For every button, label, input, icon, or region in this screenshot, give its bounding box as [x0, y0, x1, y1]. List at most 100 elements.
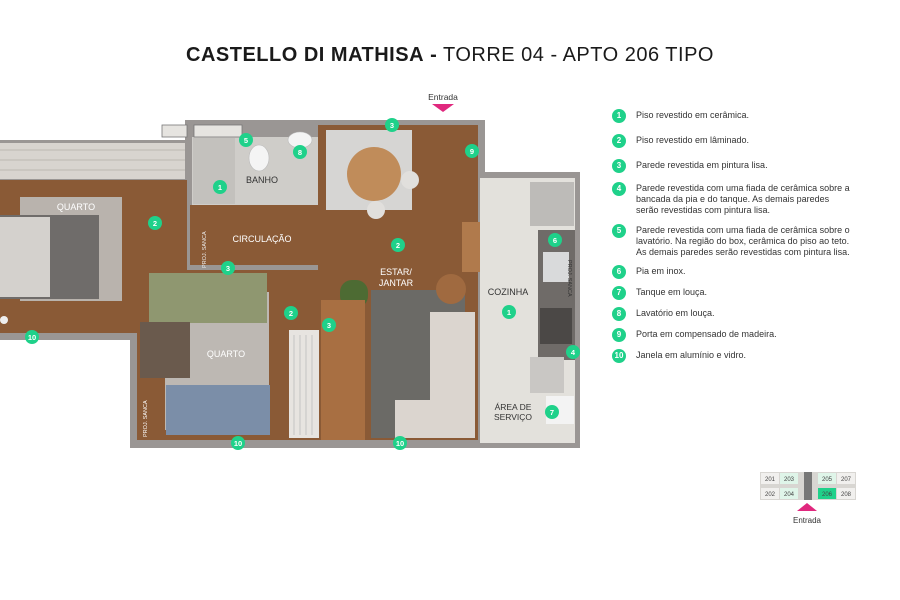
label-sanca-circ: PROJ. SANCA [202, 231, 208, 268]
legend-marker: 4 [612, 182, 626, 196]
svg-text:5: 5 [244, 136, 248, 145]
legend-marker: 9 [612, 328, 626, 342]
svg-text:206: 206 [822, 492, 833, 498]
keyplan-entrance-arrow [797, 503, 817, 511]
svg-text:1: 1 [218, 183, 222, 192]
svg-text:201: 201 [765, 477, 776, 483]
shower-box [193, 138, 235, 204]
key-plan: 201 203 205 207 202 204 206 208 Entrada [760, 472, 856, 525]
svg-text:1: 1 [507, 308, 511, 317]
svg-text:204: 204 [784, 492, 795, 498]
legend-marker: 7 [612, 286, 626, 300]
unit-name: TORRE 04 - APTO 206 TIPO [442, 44, 714, 66]
legend-text: Parede revestida em pintura lisa. [636, 160, 768, 170]
legend-marker: 5 [612, 224, 626, 238]
closet-lines [293, 335, 313, 435]
window-bath-2 [193, 124, 243, 138]
svg-text:207: 207 [841, 477, 852, 483]
unit-201 [761, 473, 779, 484]
label-quarto-left: QUARTO [57, 202, 95, 212]
title-separator: - [430, 44, 438, 66]
balcony-rail [0, 149, 185, 171]
svg-text:6: 6 [553, 236, 557, 245]
svg-text:3: 3 [390, 121, 394, 130]
svg-text:7: 7 [550, 408, 554, 417]
marker-9: 9 [465, 144, 479, 158]
svg-text:3: 3 [226, 264, 230, 273]
svg-text:2: 2 [153, 219, 157, 228]
window-bath [161, 124, 188, 138]
legend-item-5: 5 Parede revestida com uma fiada de cerâm… [612, 224, 852, 258]
svg-text:205: 205 [822, 477, 833, 483]
legend-marker: 1 [612, 109, 626, 123]
legend-item-4: 4 Parede revestida com uma fiada de cerâm… [612, 182, 852, 216]
sofa [395, 312, 475, 438]
closet [289, 330, 319, 438]
toilet [248, 144, 270, 172]
legend-text: Pia em inox. [636, 266, 686, 276]
label-estar-1: ESTAR/ [380, 267, 412, 277]
room-circulacao [190, 205, 320, 265]
legend-text: Parede revestida com uma fiada de cerâmi… [636, 183, 850, 215]
label-sanca-cozinha: PROJ. SANCA [566, 260, 572, 297]
marker-4: 4 [566, 345, 580, 359]
svg-text:2: 2 [396, 241, 400, 250]
side-table [436, 274, 466, 304]
balcony [0, 143, 185, 179]
entrance-label: Entrada [428, 92, 458, 102]
legend-text: Janela em alumínio e vidro. [636, 350, 747, 360]
legend-text: Porta em compensado de madeira. [636, 329, 777, 339]
legend-text: Tanque em louça. [636, 287, 708, 297]
marker-6: 6 [548, 233, 562, 247]
unit-208 [837, 488, 855, 499]
marker-2-quarto: 2 [148, 216, 162, 230]
marker-1-cozinha: 1 [502, 305, 516, 319]
marker-8: 8 [293, 145, 307, 159]
keyplan-entrance-label: Entrada [793, 516, 822, 525]
marker-3-circ: 3 [221, 261, 235, 275]
marker-3-top: 3 [385, 118, 399, 132]
unit-206-highlighted [818, 488, 836, 499]
svg-text:203: 203 [784, 477, 795, 483]
entrance-arrow [432, 104, 454, 112]
svg-text:10: 10 [234, 439, 242, 448]
tv-panel [462, 222, 480, 272]
dining-chair-2 [367, 201, 385, 219]
unit-207 [837, 473, 855, 484]
marker-10-left: 10 [25, 330, 39, 344]
legend-text: Piso revestido em cerâmica. [636, 110, 750, 120]
label-quarto-bottom: QUARTO [207, 349, 245, 359]
legend-item-9: 9 Porta em compensado de madeira. [612, 328, 852, 342]
svg-text:3: 3 [327, 321, 331, 330]
sink-inox [543, 252, 569, 282]
washer [530, 357, 564, 393]
label-area-2: SERVIÇO [494, 412, 532, 422]
marker-2-living: 2 [391, 238, 405, 252]
markers: 5 8 3 9 1 2 2 6 3 2 3 1 4 7 10 10 10 [25, 118, 580, 450]
svg-text:10: 10 [396, 439, 404, 448]
legend-text: Parede revestida com uma fiada de cerâmi… [636, 225, 850, 257]
marker-5: 5 [239, 133, 253, 147]
bed-quarto-bottom-1 [149, 273, 267, 323]
legend-item-7: 7 Tanque em louça. [612, 286, 852, 300]
label-sanca-quarto: PROJ. SANCA [143, 400, 149, 437]
label-circulacao: CIRCULAÇÃO [232, 234, 291, 244]
marker-3-living: 3 [322, 318, 336, 332]
project-name: CASTELLO DI MATHISA [186, 44, 425, 66]
svg-text:4: 4 [571, 348, 576, 357]
svg-text:202: 202 [765, 492, 776, 498]
stove [540, 308, 572, 344]
unit-202 [761, 488, 779, 499]
dining-table [347, 147, 401, 201]
legend-text: Lavatório em louça. [636, 308, 715, 318]
svg-text:208: 208 [841, 492, 852, 498]
marker-1-banho: 1 [213, 180, 227, 194]
unit-204 [780, 488, 798, 499]
fridge [530, 182, 574, 226]
